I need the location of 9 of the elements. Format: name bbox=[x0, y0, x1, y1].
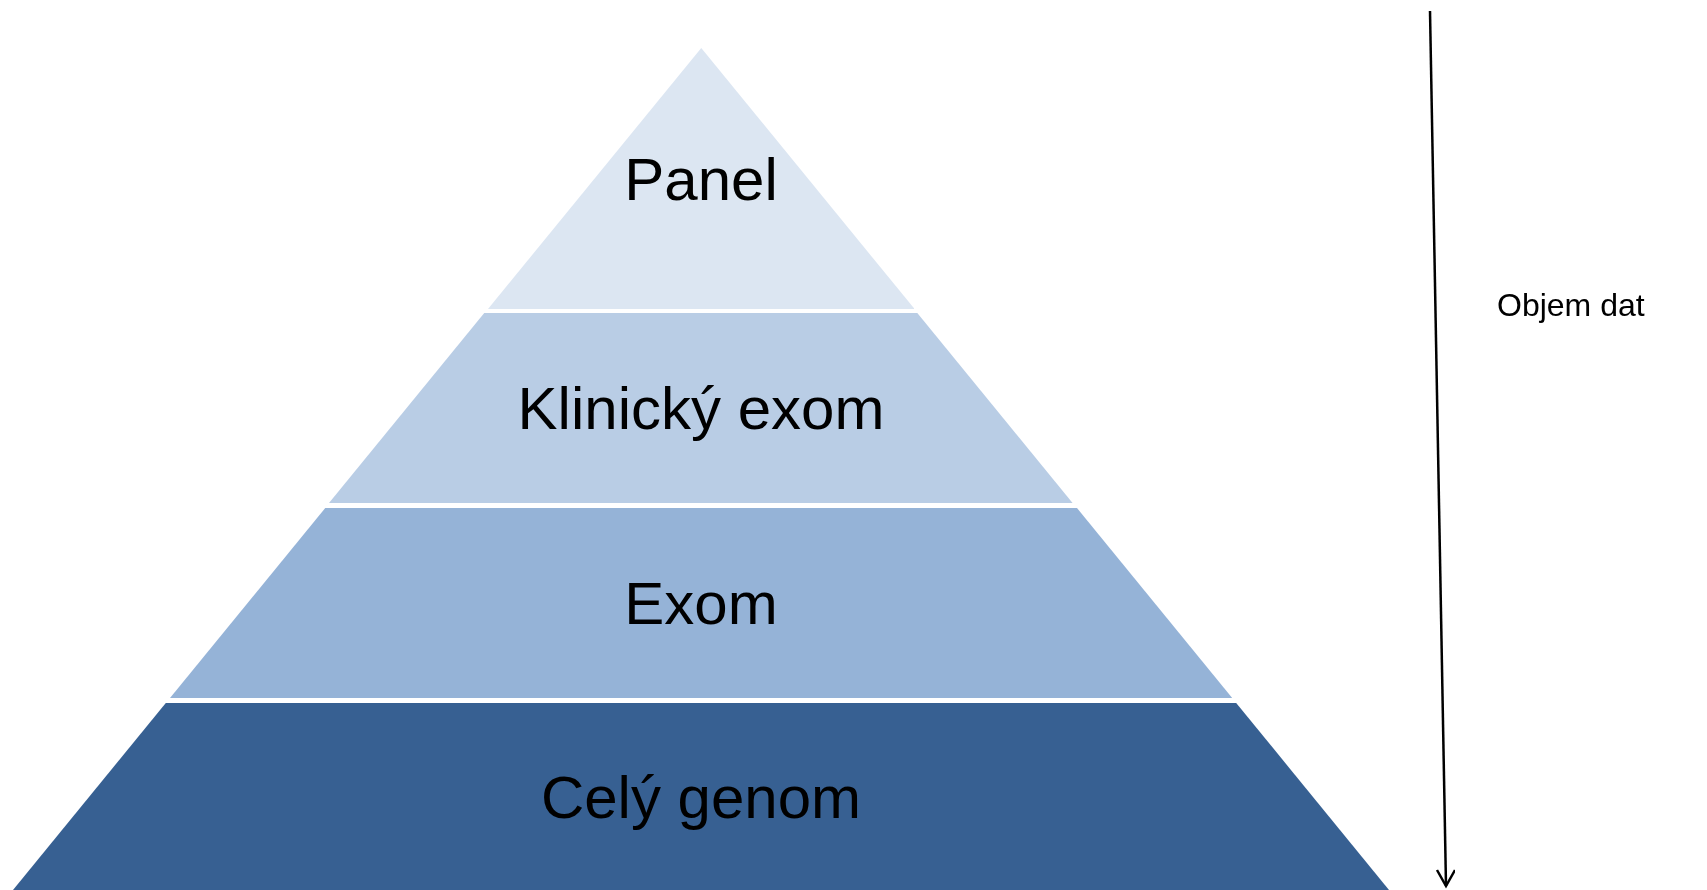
band-label: Exom bbox=[623, 568, 779, 638]
band-label: Klinický exom bbox=[516, 373, 886, 443]
pyramid-band bbox=[169, 508, 1233, 698]
band-label: Panel bbox=[623, 144, 779, 213]
pyramid-apex bbox=[487, 48, 915, 309]
band-label: Celý genom bbox=[539, 762, 863, 831]
axis-label: Objem dat bbox=[1497, 287, 1645, 324]
pyramid-band bbox=[13, 703, 1389, 890]
pyramid-band bbox=[329, 313, 1073, 503]
